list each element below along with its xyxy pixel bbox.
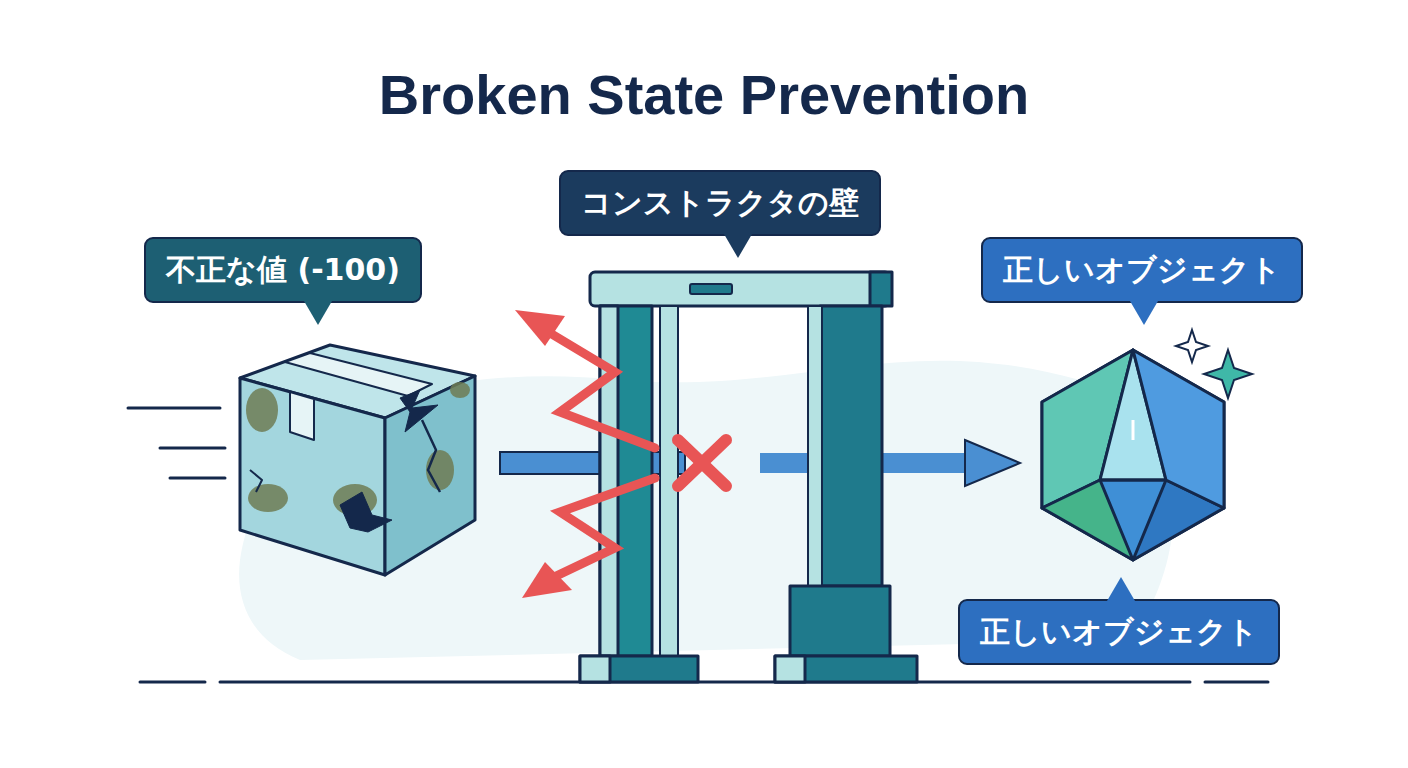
constructor-gate (580, 272, 917, 682)
rejection-arrows (545, 330, 655, 578)
callout-text: 正しいオブジェクト (980, 613, 1258, 651)
flow-arrow (500, 440, 1020, 486)
callout-bubble: コンストラクタの壁 (559, 170, 881, 236)
callout-text: 不正な値 (-100) (166, 251, 400, 289)
callout-bubble: 不正な値 (-100) (144, 237, 422, 303)
callout-bubble: 正しいオブジェクト (981, 237, 1303, 303)
callout-text: 正しいオブジェクト (1003, 251, 1281, 289)
sparkles (1176, 330, 1252, 398)
callout-pointer (1107, 577, 1135, 601)
diagram-title: Broken State Prevention (0, 62, 1408, 127)
callout-text: コンストラクタの壁 (581, 184, 859, 222)
callout-pointer (304, 301, 332, 325)
ground-line (140, 681, 1268, 684)
callout-pointer (1130, 301, 1158, 325)
callout-pointer (724, 234, 752, 258)
blocked-mark (678, 440, 726, 486)
broken-box (240, 345, 475, 575)
valid-object-gem (1042, 350, 1224, 560)
speed-lines (128, 408, 225, 478)
rejection-arrowheads (515, 310, 572, 598)
callout-bubble: 正しいオブジェクト (958, 599, 1280, 665)
